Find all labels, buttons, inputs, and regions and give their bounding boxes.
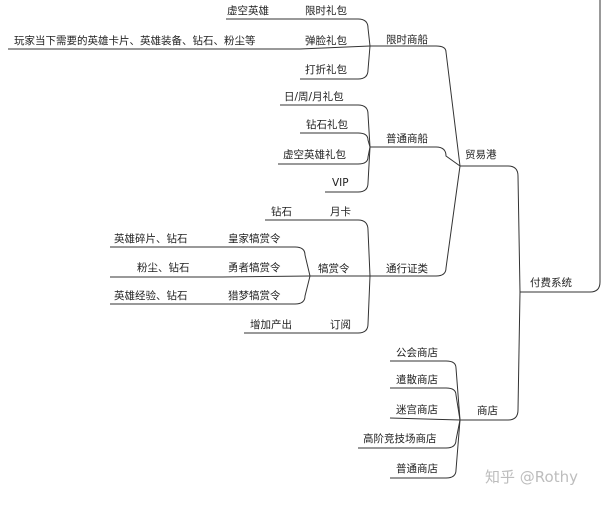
node-popup-pack: 弹脸礼包 <box>305 35 347 47</box>
node-shop: 商店 <box>477 405 498 417</box>
node-discount-pack: 打折礼包 <box>305 64 347 76</box>
node-vip: VIP <box>332 177 349 189</box>
trade-port-to-pass <box>370 165 461 277</box>
node-monthly-card: 月卡 <box>330 206 351 218</box>
note-dream-order: 英雄经验、钻石 <box>114 290 188 302</box>
node-subscription: 订阅 <box>330 319 351 331</box>
node-diamond-pack: 钻石礼包 <box>306 119 348 131</box>
note-royal-order: 英雄碎片、钻石 <box>114 233 188 245</box>
node-arena-shop: 高阶竞技场商店 <box>363 433 437 445</box>
trade-port-to-normal-ship <box>370 146 461 167</box>
note-popup-pack: 玩家当下需要的英雄卡片、英雄装备、钻石、粉尘等 <box>14 35 256 47</box>
watermark: 知乎 @Rothy <box>485 468 578 486</box>
note-monthly-card: 钻石 <box>271 206 292 218</box>
node-void-hero-pack: 虚空英雄礼包 <box>283 149 346 161</box>
node-maze-shop: 迷宫商店 <box>396 404 438 416</box>
root-to-shop <box>460 291 521 421</box>
root-to-trade-port <box>460 165 521 293</box>
node-limited-pack: 限时礼包 <box>305 5 347 17</box>
node-trade-port: 贸易港 <box>465 149 497 161</box>
note-brave-order: 粉尘、钻石 <box>137 262 190 274</box>
node-root: 付费系统 <box>530 277 572 289</box>
note-limited-pack: 虚空英雄 <box>227 5 269 17</box>
node-normal-shop: 普通商店 <box>396 463 438 475</box>
node-dismiss-shop: 遣散商店 <box>396 374 438 386</box>
root-connector <box>520 0 601 293</box>
node-reward-order: 犒赏令 <box>318 263 350 275</box>
node-limited-ship: 限时商船 <box>386 34 428 46</box>
node-periodic-pack: 日/周/月礼包 <box>284 91 344 103</box>
node-normal-ship: 普通商船 <box>386 133 428 145</box>
node-guild-shop: 公会商店 <box>396 347 438 359</box>
note-subscription: 增加产出 <box>250 319 292 331</box>
node-brave-order: 勇者犒赏令 <box>228 262 281 274</box>
trade-port-to-limited-ship <box>370 45 461 167</box>
node-royal-order: 皇家犒赏令 <box>228 233 281 245</box>
node-pass: 通行证类 <box>386 263 428 275</box>
node-dream-order: 猎梦犒赏令 <box>228 290 281 302</box>
